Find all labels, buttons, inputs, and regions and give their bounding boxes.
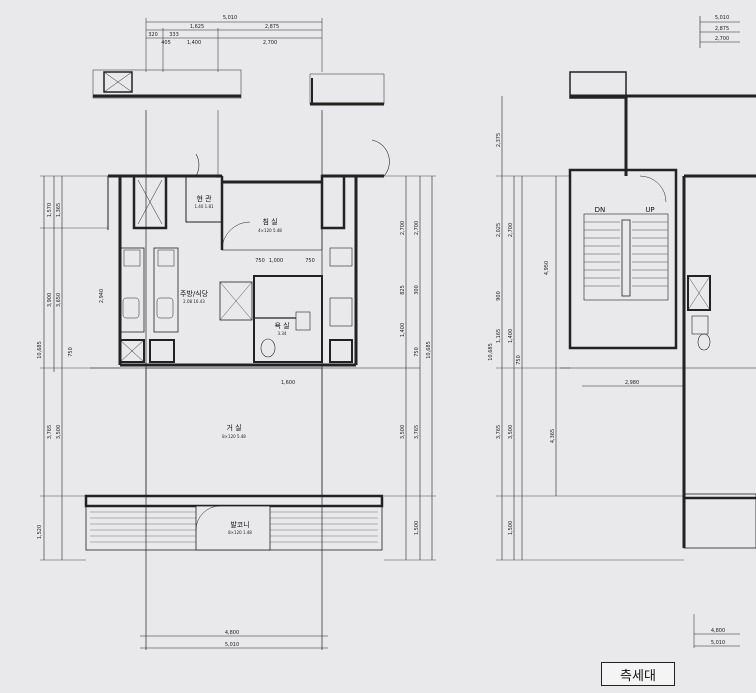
r-dim-bottom-1: 4,800	[711, 628, 725, 634]
r-dim-left-9: 750	[516, 355, 522, 365]
dim-right-4: 300	[414, 285, 420, 295]
room-bedroom-sub: 4×120 5.48	[258, 228, 282, 233]
r-dim-left-6: 1,165	[496, 329, 502, 343]
dim-int-2: 750	[255, 258, 265, 264]
room-kitchen-sub: 2.08 16.43	[183, 299, 205, 304]
r-dim-top-2: 2,875	[715, 26, 729, 32]
right-plan-labels: 5,010 2,875 2,700 4,800 5,010 2,375 2,02…	[488, 15, 729, 646]
room-entrance: 현 관	[196, 194, 212, 203]
dim-right-3: 825	[400, 285, 406, 295]
room-living: 거 실	[226, 423, 241, 432]
dim-top-c: 320	[148, 32, 158, 38]
dim-right-9: 3,765	[414, 425, 420, 439]
dim-right-2: 2,700	[414, 221, 420, 235]
dim-left-2: 1,365	[56, 203, 62, 217]
r-dim-left-10: 3,765	[496, 425, 502, 439]
dim-left-3: 3,900	[47, 293, 53, 307]
dim-bottom-a: 4,800	[225, 630, 239, 636]
dim-top-b: 2,875	[265, 24, 279, 30]
r-dim-top-1: 5,010	[715, 15, 729, 21]
stair-up-label: UP	[645, 206, 654, 214]
dim-bottom-b: 5,010	[225, 642, 239, 648]
dim-left-1: 1,570	[47, 203, 53, 217]
dim-top-d: 405	[161, 40, 171, 46]
stair-dn-label: DN	[595, 206, 606, 214]
dim-right-5: 1,400	[400, 323, 406, 337]
r-dim-left-1: 2,375	[496, 133, 502, 147]
dim-left-9: 1,520	[37, 525, 43, 539]
r-dim-bottom-2: 5,010	[711, 640, 725, 646]
r-dim-left-12: 1,500	[508, 521, 514, 535]
r-dim-left-7: 1,400	[508, 329, 514, 343]
r-dim-left-2: 2,025	[496, 223, 502, 237]
dim-int-5: 2,940	[99, 289, 105, 303]
r-dim-left-8: 10,685	[488, 343, 494, 361]
room-kitchen: 주방/식당	[180, 289, 209, 298]
dim-int-3: 750	[305, 258, 315, 264]
dim-top-total: 5,010	[223, 15, 237, 21]
dim-top-g: 2,700	[263, 40, 277, 46]
dim-left-6: 10,685	[37, 341, 43, 359]
room-bath: 욕 실	[274, 321, 289, 330]
dim-left-4: 3,650	[56, 293, 62, 307]
left-plan-labels: 5,010 1,625 2,875 320 405 333 1,400 2,70…	[37, 15, 432, 648]
dim-left-8: 3,500	[56, 425, 62, 439]
dim-top-a: 1,625	[190, 24, 204, 30]
room-balcony-sub: 8×120 1.48	[228, 530, 252, 535]
room-entrance-sub: 1.40 1.81	[194, 204, 214, 209]
right-unit-plan	[496, 16, 756, 648]
dim-right-10: 1,500	[414, 521, 420, 535]
dim-int-1: 1,000	[269, 258, 283, 264]
dim-left-7: 3,765	[47, 425, 53, 439]
dim-int-4: 1,600	[281, 380, 295, 386]
dim-right-7: 10,685	[426, 341, 432, 359]
dim-top-e: 333	[169, 32, 179, 38]
left-unit-plan	[40, 18, 436, 650]
r-dim-int-1: 2,980	[625, 380, 639, 386]
room-balcony: 발코니	[230, 520, 249, 529]
drawing-title: 측세대	[601, 662, 675, 686]
dim-right-6: 750	[414, 347, 420, 357]
dim-right-1: 2,700	[400, 221, 406, 235]
room-bedroom: 침 실	[262, 217, 277, 226]
dim-right-8: 3,500	[400, 425, 406, 439]
room-living-sub: 8×120 5.48	[222, 434, 246, 439]
dim-left-5: 750	[68, 347, 74, 357]
room-bath-sub: 3.34	[278, 331, 287, 336]
r-dim-left-4: 4,950	[544, 261, 550, 275]
r-dim-left-3: 2,700	[508, 223, 514, 237]
r-dim-left-5: 900	[496, 291, 502, 301]
r-dim-top-3: 2,700	[715, 36, 729, 42]
dim-top-f: 1,400	[187, 40, 201, 46]
r-dim-left-11: 3,500	[508, 425, 514, 439]
r-dim-left-13: 4,365	[550, 429, 556, 443]
